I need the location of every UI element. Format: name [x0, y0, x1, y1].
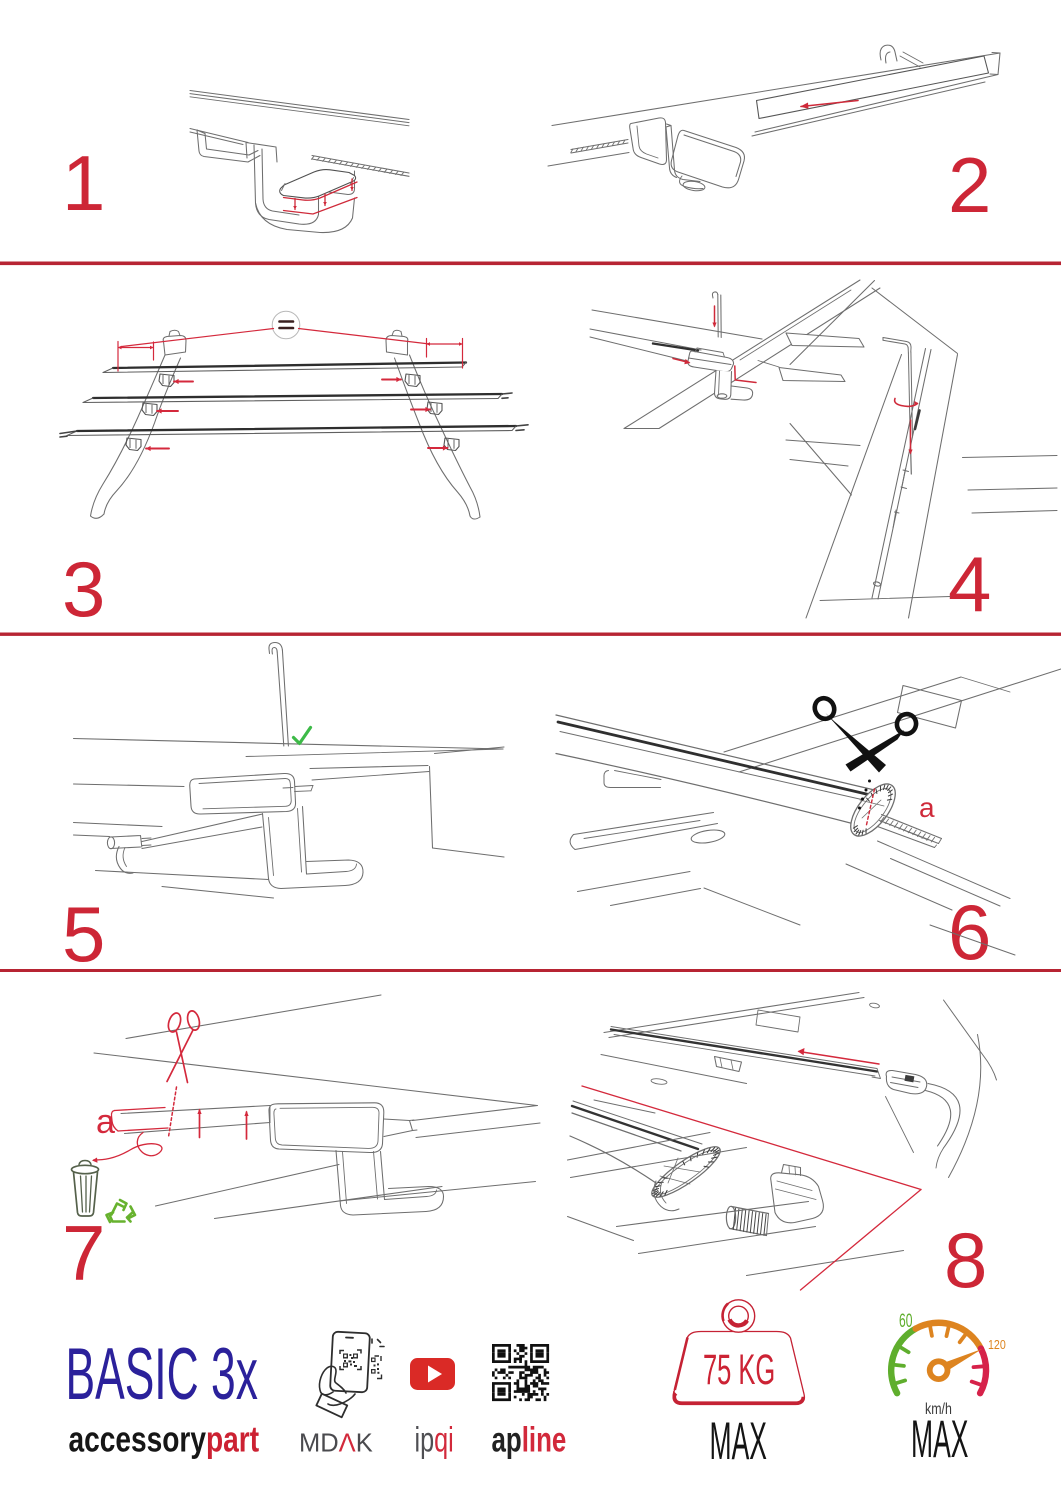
svg-text:MDΛK: MDΛK [299, 1430, 373, 1458]
svg-text:BASIC 3x: BASIC 3x [66, 1332, 258, 1414]
svg-text:2: 2 [948, 141, 991, 229]
svg-text:accessorypart: accessorypart [69, 1419, 260, 1459]
svg-text:km/h: km/h [925, 1400, 952, 1418]
svg-text:75 KG: 75 KG [703, 1346, 775, 1393]
svg-text:60: 60 [899, 1310, 912, 1332]
svg-text:MAX: MAX [710, 1411, 767, 1470]
svg-text:apline: apline [492, 1420, 567, 1460]
svg-text:3: 3 [62, 545, 105, 633]
svg-text:4: 4 [948, 540, 991, 628]
svg-text:6: 6 [948, 888, 991, 976]
svg-text:7: 7 [62, 1209, 105, 1297]
svg-text:a: a [96, 1103, 115, 1141]
svg-text:a: a [919, 792, 935, 823]
svg-text:ipqi: ipqi [415, 1421, 454, 1460]
svg-text:1: 1 [62, 139, 105, 227]
svg-text:MAX: MAX [911, 1409, 968, 1468]
svg-text:5: 5 [62, 890, 105, 978]
svg-text:120: 120 [988, 1337, 1006, 1352]
svg-text:8: 8 [944, 1216, 987, 1304]
